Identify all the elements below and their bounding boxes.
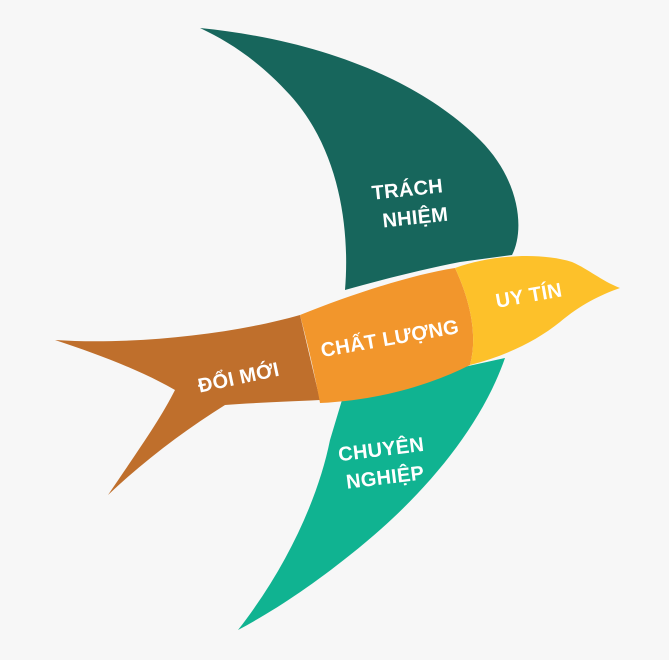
tail-shape [55, 315, 320, 495]
lower-wing-shape [238, 358, 505, 630]
head-shape [455, 256, 620, 365]
body-shape [300, 268, 474, 403]
upper-wing-shape [200, 28, 519, 290]
